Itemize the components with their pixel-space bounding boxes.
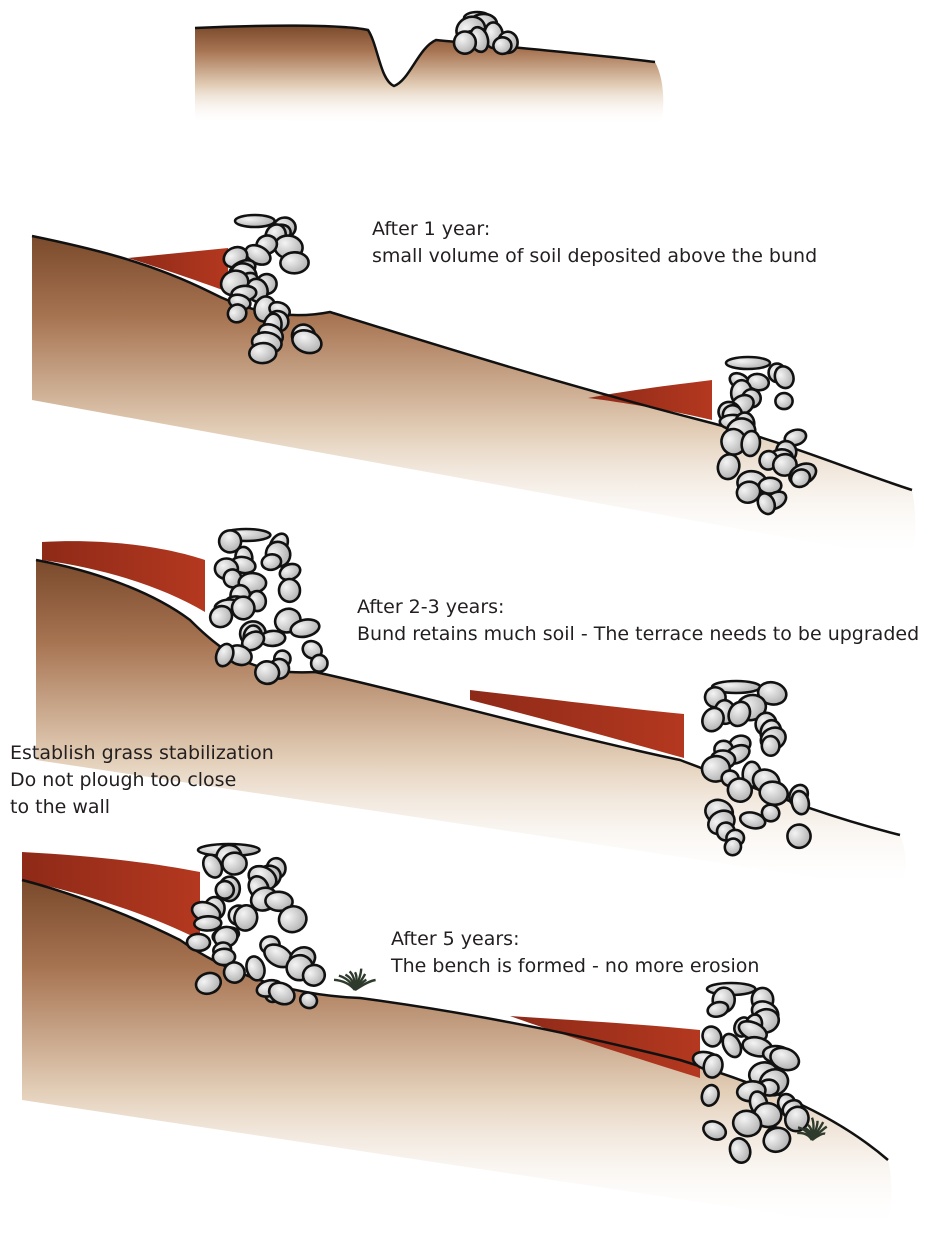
caption-text: The bench is formed - no more erosion: [391, 953, 759, 980]
caption-line: Do not plough too close: [10, 767, 274, 794]
soil-body: [195, 26, 663, 125]
caption-text: Bund retains much soil - The terrace nee…: [357, 621, 919, 648]
cap-stone: [235, 215, 275, 227]
caption-line: Establish grass stabilization: [10, 740, 274, 767]
caption-title: After 5 years:: [391, 926, 759, 953]
stone: [279, 579, 301, 603]
stone: [775, 393, 792, 409]
grass-tuft: [334, 969, 376, 990]
cap-stone: [726, 357, 770, 369]
caption-after-5-years: After 5 years: The bench is formed - no …: [391, 926, 759, 980]
caption-grass-note: Establish grass stabilization Do not plo…: [10, 740, 274, 821]
caption-title: After 2-3 years:: [357, 594, 919, 621]
stone: [261, 553, 283, 572]
stone: [706, 1000, 730, 1019]
caption-after-2-3-years: After 2-3 years: Bund retains much soil …: [357, 594, 919, 648]
panel-after-2-3-years: [36, 527, 906, 890]
stone: [249, 342, 277, 363]
stone: [311, 654, 329, 672]
panel-after-5-years: [22, 842, 891, 1230]
caption-after-1-year: After 1 year: small volume of soil depos…: [372, 216, 817, 270]
stone: [699, 1023, 725, 1049]
stone-bund: [206, 527, 328, 687]
stone: [280, 252, 309, 274]
stone: [761, 736, 780, 757]
caption-title: After 1 year:: [372, 216, 817, 243]
stone: [187, 933, 211, 951]
panel-initial: [195, 12, 663, 125]
caption-text: small volume of soil deposited above the…: [372, 243, 817, 270]
stone: [222, 852, 248, 875]
caption-line: to the wall: [10, 794, 274, 821]
initial-stone-line: [452, 12, 518, 55]
stone: [493, 37, 512, 55]
